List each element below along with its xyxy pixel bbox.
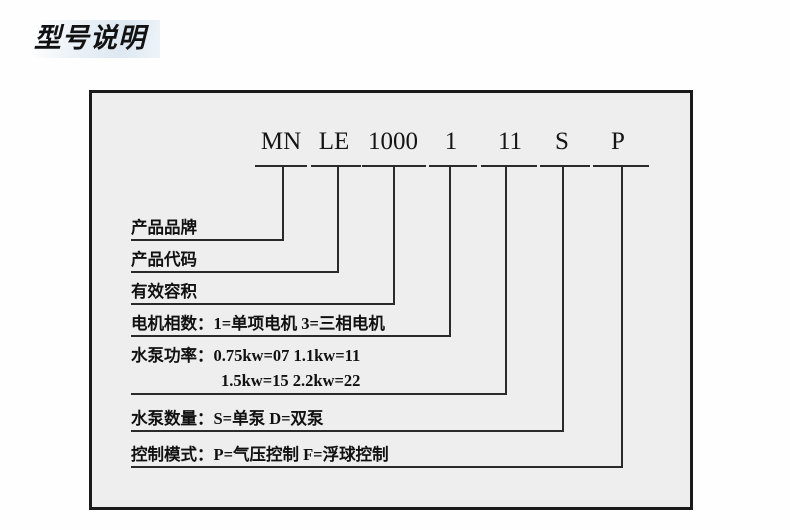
legend-underline-brand: [131, 239, 284, 241]
legend-underline-volume: [131, 303, 395, 305]
page-title: 型号说明: [34, 23, 146, 54]
legend-label-pumpcount-text: 水泵数量：: [131, 409, 214, 428]
legend-underline-control: [131, 466, 623, 468]
code-segment-pumpcount: S: [555, 128, 569, 155]
code-segment-control: P: [611, 128, 625, 155]
model-code-diagram-panel: MN LE 1000 1 11 S P 产品品牌 产品代码 有效容积 电机相数：…: [89, 90, 693, 510]
code-underline-brand: [255, 165, 307, 167]
code-underline-pumpcount: [540, 165, 590, 167]
legend-label-control-text: 控制模式：: [131, 445, 214, 464]
legend-label-brand: 产品品牌: [131, 218, 197, 237]
legend-underline-power: [131, 393, 507, 395]
code-segment-brand: MN: [260, 128, 302, 155]
code-segment-phase: 1: [444, 128, 458, 155]
legend-label-phase: 电机相数：1=单项电机 3=三相电机: [131, 313, 385, 334]
connector-line-volume: [393, 165, 395, 303]
legend-underline-pumpcount: [131, 430, 564, 432]
legend-detail-power-text-line2: 1.5kw=15 2.2kw=22: [221, 371, 361, 390]
legend-underline-product: [131, 271, 339, 273]
connector-line-product: [337, 165, 339, 271]
connector-line-pumpcount: [562, 165, 564, 430]
legend-underline-phase: [131, 335, 451, 337]
legend-label-pumpcount: 水泵数量：S=单泵 D=双泵: [131, 408, 324, 429]
title-highlight-background: [34, 20, 160, 58]
code-segment-product: LE: [318, 128, 350, 155]
legend-label-control: 控制模式：P=气压控制 F=浮球控制: [131, 444, 389, 465]
code-underline-phase: [429, 165, 477, 167]
code-underline-power: [481, 165, 537, 167]
legend-label-power-text: 水泵功率：: [131, 346, 214, 365]
connector-line-phase: [449, 165, 451, 335]
legend-detail-pumpcount-text: S=单泵 D=双泵: [213, 409, 324, 428]
legend-label-volume: 有效容积: [131, 282, 197, 301]
connector-line-power: [505, 165, 507, 393]
legend-label-power: 水泵功率：0.75kw=07 1.1kw=11: [131, 345, 360, 366]
connector-line-brand: [282, 165, 284, 239]
legend-detail-power-text: 0.75kw=07 1.1kw=11: [213, 346, 361, 365]
code-segment-volume: 1000: [368, 128, 418, 155]
connector-line-control: [621, 165, 623, 466]
legend-label-product: 产品代码: [131, 250, 197, 269]
legend-label-phase-text: 电机相数：: [131, 314, 214, 333]
code-underline-product: [311, 165, 361, 167]
legend-detail-control-text: P=气压控制 F=浮球控制: [213, 445, 389, 464]
code-segment-power: 11: [497, 128, 523, 155]
legend-detail-phase-text: 1=单项电机 3=三相电机: [213, 314, 385, 333]
